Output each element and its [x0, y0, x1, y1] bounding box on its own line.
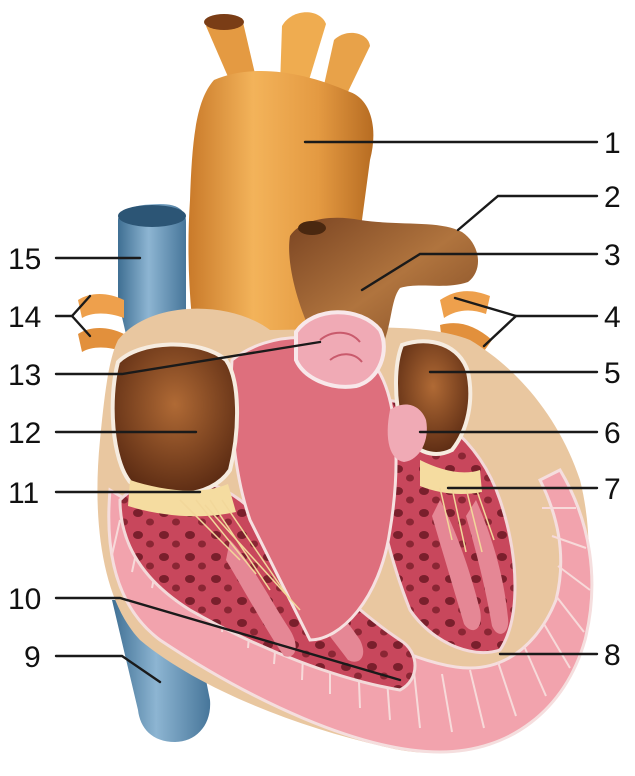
leader-2 — [458, 196, 597, 230]
leader-4b — [484, 316, 597, 346]
label-9: 9 — [24, 641, 41, 674]
label-4: 4 — [604, 301, 621, 334]
label-3: 3 — [604, 239, 621, 272]
label-2: 2 — [604, 181, 621, 214]
label-13: 13 — [8, 359, 41, 392]
label-11: 11 — [8, 477, 39, 510]
label-8: 8 — [604, 639, 621, 672]
label-5: 5 — [604, 357, 621, 390]
label-14: 14 — [8, 301, 41, 334]
label-15: 15 — [8, 243, 41, 276]
label-6: 6 — [604, 417, 621, 450]
label-12: 12 — [8, 417, 41, 450]
label-10: 10 — [8, 583, 41, 616]
label-1: 1 — [604, 127, 621, 160]
label-7: 7 — [604, 473, 621, 506]
